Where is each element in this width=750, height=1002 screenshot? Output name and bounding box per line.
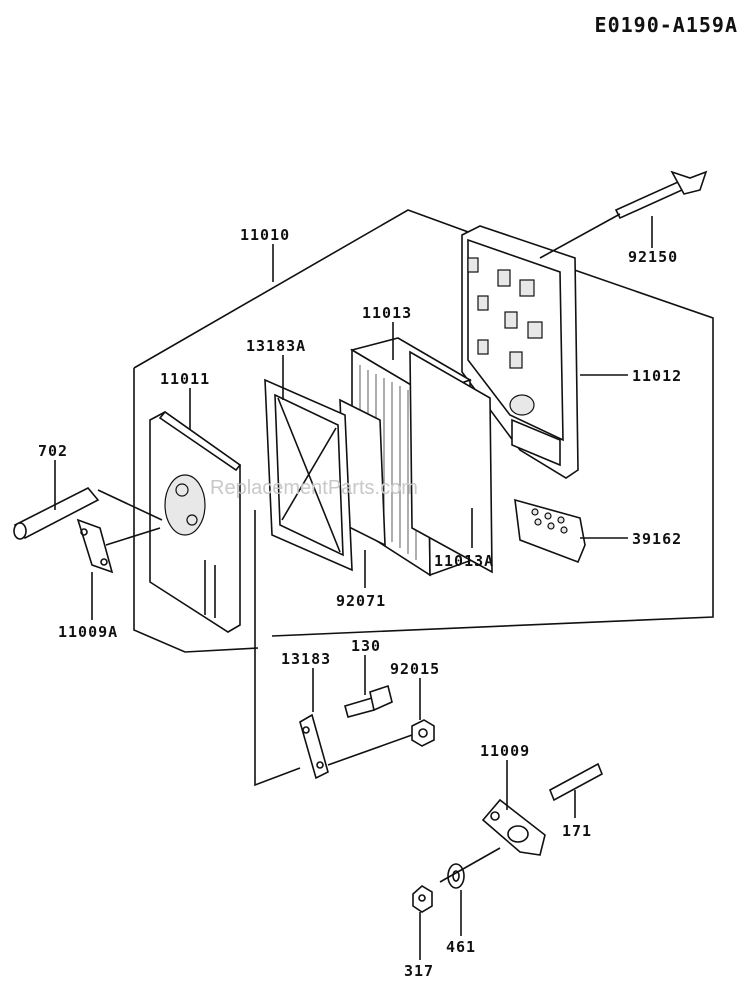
part-back-cover[interactable] (461, 225, 579, 479)
callout-11009A[interactable]: 11009A (58, 623, 118, 641)
callout-317[interactable]: 317 (404, 962, 434, 980)
part-bolt[interactable] (344, 684, 393, 718)
part-air-cleaner-base[interactable] (149, 410, 242, 633)
callout-130[interactable]: 130 (351, 637, 381, 655)
callout-11011[interactable]: 11011 (160, 370, 210, 388)
callout-461[interactable]: 461 (446, 938, 476, 956)
callout-11010[interactable]: 11010 (240, 226, 290, 244)
callout-702[interactable]: 702 (38, 442, 68, 460)
callout-171[interactable]: 171 (562, 822, 592, 840)
callout-39162[interactable]: 39162 (632, 530, 682, 548)
part-stud[interactable] (548, 762, 604, 802)
part-damper[interactable] (514, 498, 586, 564)
callout-11013[interactable]: 11013 (362, 304, 412, 322)
part-wing-bolt[interactable] (539, 170, 708, 259)
leader-lines (54, 216, 653, 960)
callout-11013A[interactable]: 11013A (434, 552, 494, 570)
part-gasket-manifold[interactable] (481, 798, 546, 856)
part-bracket[interactable] (299, 713, 329, 780)
callout-92071[interactable]: 92071 (336, 592, 386, 610)
part-nut[interactable] (411, 719, 435, 747)
callout-13183[interactable]: 13183 (281, 650, 331, 668)
part-breather-pipe[interactable] (13, 486, 100, 540)
callout-92015[interactable]: 92015 (390, 660, 440, 678)
part-gasket-small[interactable] (76, 518, 114, 574)
part-filter-frame[interactable] (264, 378, 353, 572)
diagram-code: E0190-A159A (595, 13, 738, 37)
callout-11009[interactable]: 11009 (480, 742, 530, 760)
callout-11012[interactable]: 11012 (632, 367, 682, 385)
watermark: ReplacementParts.com (210, 477, 418, 499)
callout-92150[interactable]: 92150 (628, 248, 678, 266)
part-nut-small[interactable] (412, 885, 433, 913)
callout-13183A[interactable]: 13183A (246, 337, 306, 355)
